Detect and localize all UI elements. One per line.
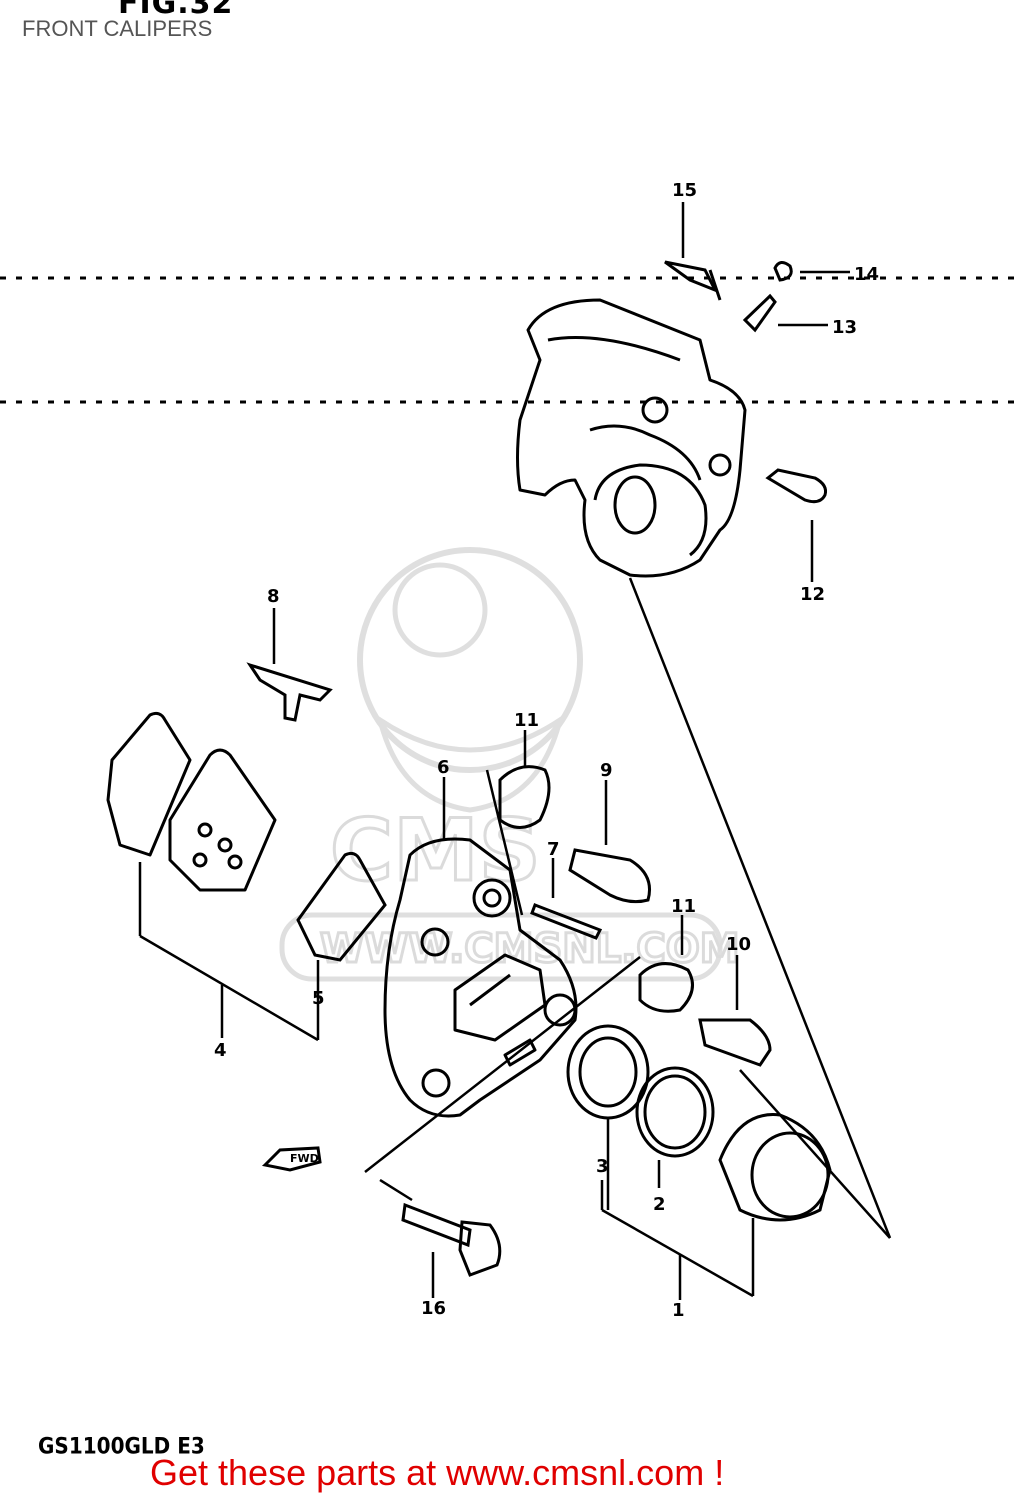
watermark-logo: CMS — [330, 801, 541, 901]
leader-lines — [138, 202, 892, 1300]
frame-dashed-lines — [0, 276, 1017, 404]
callout-12: 12 — [800, 584, 825, 605]
callout-11-upper: 11 — [514, 710, 539, 731]
callout-1: 1 — [672, 1300, 685, 1321]
callout-15: 15 — [672, 180, 697, 201]
pins-and-boots — [498, 765, 772, 1067]
callout-9: 9 — [600, 760, 613, 781]
promo-link-text[interactable]: Get these parts at www.cmsnl.com ! — [150, 1452, 725, 1493]
brake-pads — [106, 711, 277, 892]
callout-4: 4 — [214, 1040, 227, 1061]
parts-top-right — [664, 260, 827, 504]
callout-6: 6 — [437, 757, 450, 778]
callout-10: 10 — [726, 934, 751, 955]
fwd-arrow-label: FWD — [290, 1152, 319, 1165]
callout-2: 2 — [653, 1194, 666, 1215]
figure-title: FIG.32 — [118, 0, 234, 21]
fwd-arrow: FWD — [261, 1146, 322, 1172]
callout-7: 7 — [547, 839, 560, 860]
callout-5: 5 — [312, 988, 325, 1009]
callout-numbers: 1 2 3 4 5 6 7 8 9 10 11 11 12 13 14 15 1… — [214, 180, 879, 1321]
callout-8: 8 — [267, 586, 280, 607]
model-code: GS1100GLD E3 — [38, 1432, 205, 1460]
mounting-bolt — [401, 1202, 502, 1277]
callout-14: 14 — [854, 264, 879, 285]
pad-spring-and-shim — [246, 662, 387, 962]
caliper-lower — [383, 837, 578, 1118]
piston-seals — [566, 1024, 832, 1222]
callout-16: 16 — [421, 1298, 446, 1319]
caliper-upper — [516, 298, 747, 578]
callout-11-lower: 11 — [671, 896, 696, 917]
callout-13: 13 — [832, 317, 857, 338]
callout-3: 3 — [596, 1156, 609, 1177]
diagram-subtitle: FRONT CALIPERS — [22, 16, 213, 41]
